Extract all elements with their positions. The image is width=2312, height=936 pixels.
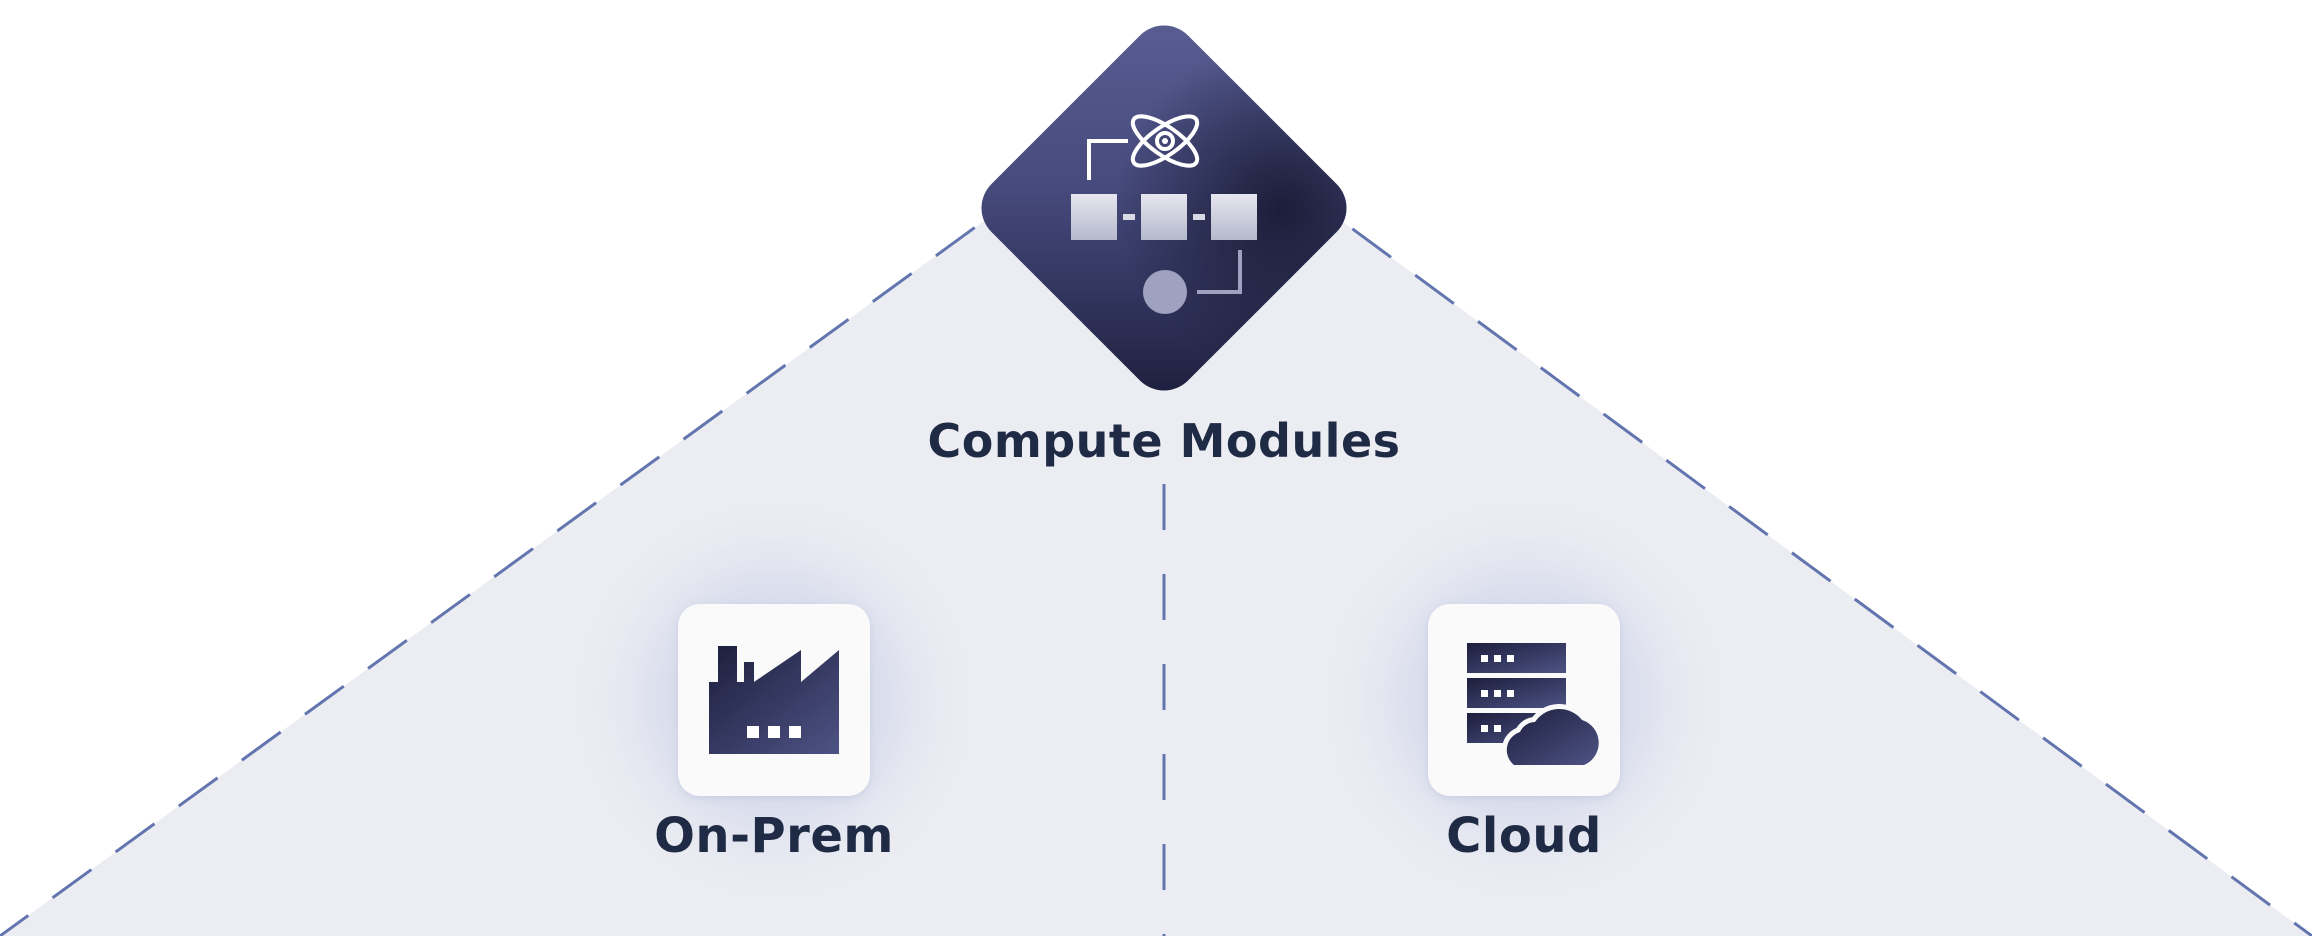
on-prem-node (678, 604, 870, 796)
cloud-label: Cloud (1446, 808, 1602, 864)
compute-modules-label: Compute Modules (927, 414, 1401, 468)
compute-modules-icon (1071, 114, 1257, 314)
factory-icon (709, 646, 839, 754)
server-cloud-icon (1467, 643, 1604, 770)
left-dashed-edge (0, 88, 1165, 936)
compute-modules-hub (981, 25, 1347, 391)
cloud-node (1428, 604, 1620, 796)
right-dashed-edge (1163, 88, 2312, 936)
on-prem-label: On-Prem (654, 808, 894, 864)
